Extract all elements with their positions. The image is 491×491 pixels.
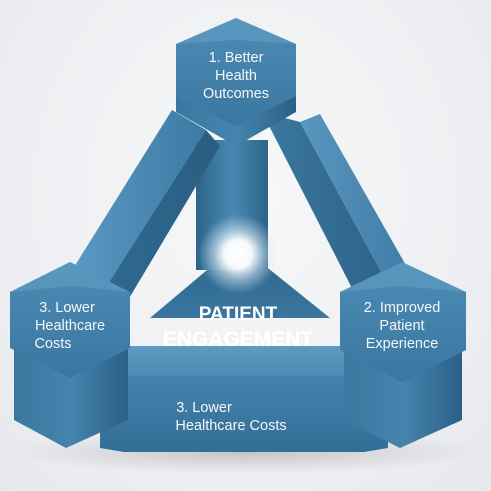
right-beam-face	[262, 112, 392, 296]
center-title-line-2: ENGAGEMENT	[163, 328, 314, 351]
center-glow	[198, 214, 278, 294]
bottom-bar-top	[104, 346, 384, 376]
node-right-line-2: Patient	[379, 318, 424, 334]
node-right-line-3: Experience	[366, 336, 439, 352]
left-beam-face	[66, 110, 206, 290]
node-left: 3. Lower Healthcare Costs	[10, 262, 130, 448]
node-top-line-3: Outcomes	[203, 86, 269, 102]
node-bottom-line-2: Healthcare Costs	[175, 418, 286, 434]
node-right-face	[340, 262, 466, 382]
right-beam-side	[300, 114, 412, 292]
node-left-face	[10, 262, 130, 378]
node-top: 1. Better Health Outcomes	[176, 18, 296, 146]
node-right: 2. Improved Patient Experience	[340, 262, 466, 448]
left-beam-side	[104, 130, 220, 300]
node-top-line-1: 1. Better	[209, 50, 264, 66]
center-title-line-1: PATIENT	[199, 304, 278, 325]
node-left-line-2: Healthcare	[35, 318, 105, 334]
node-right-line-1: 2. Improved	[364, 300, 441, 316]
node-left-line-3: Costs	[34, 336, 71, 352]
node-top-line-2: Health	[215, 68, 257, 84]
node-top-bevel	[176, 18, 296, 44]
bottom-bar-front	[100, 372, 388, 452]
node-right-bevel	[340, 262, 466, 292]
node-bottom-line-1: 3. Lower	[176, 400, 232, 416]
node-left-line-1: 3. Lower	[39, 300, 95, 316]
node-top-face	[176, 18, 296, 126]
node-left-bevel	[10, 262, 130, 292]
